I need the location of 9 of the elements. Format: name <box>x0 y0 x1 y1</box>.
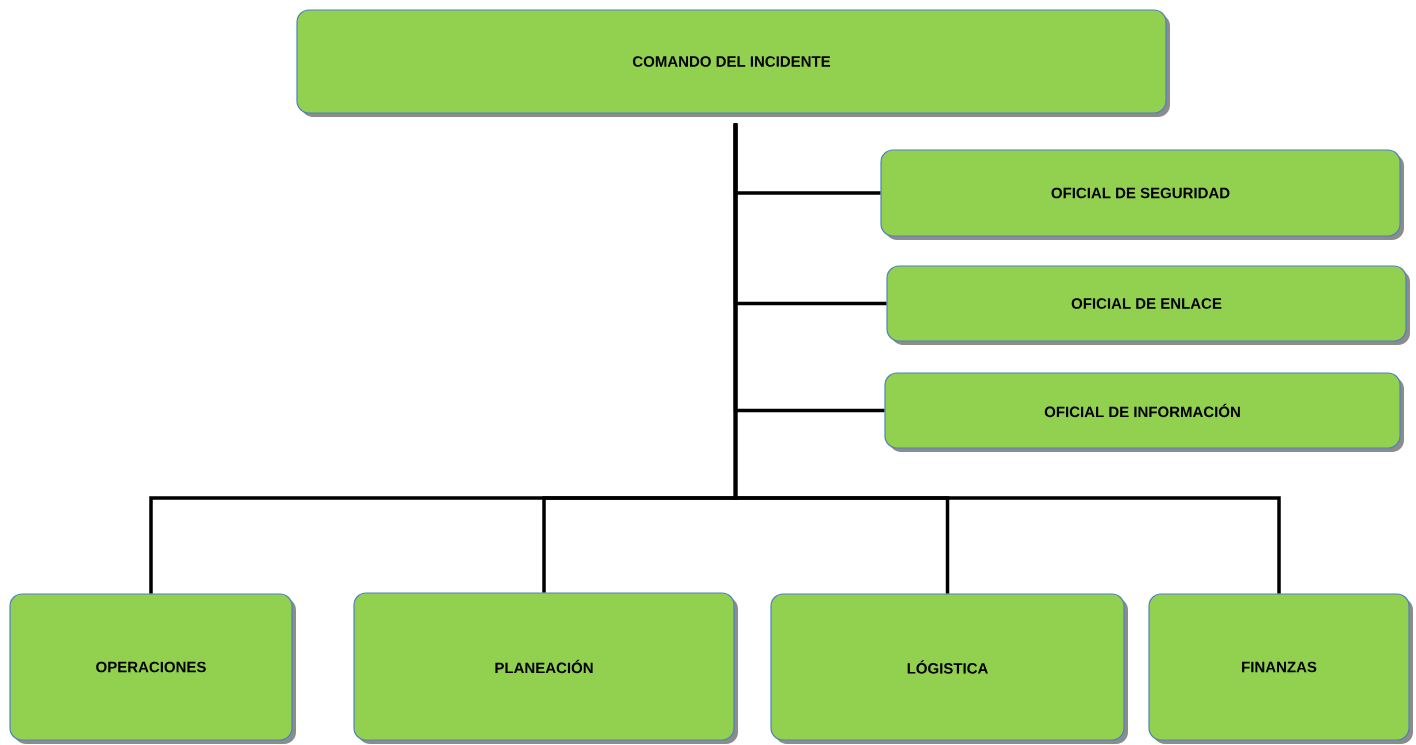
role-box: FINANZAS <box>1148 593 1413 744</box>
role-box: OFICIAL DE SEGURIDAD <box>880 149 1404 240</box>
role-box: OPERACIONES <box>9 593 296 744</box>
role-box: OFICIAL DE ENLACE <box>886 265 1410 345</box>
connector-line <box>733 123 1281 594</box>
role-box: COMANDO DEL INCIDENTE <box>296 9 1170 117</box>
role-box: PLANEACIÓN <box>353 592 738 744</box>
role-box: OFICIAL DE INFORMACIÓN <box>884 372 1404 452</box>
role-box: LÓGISTICA <box>770 593 1128 744</box>
